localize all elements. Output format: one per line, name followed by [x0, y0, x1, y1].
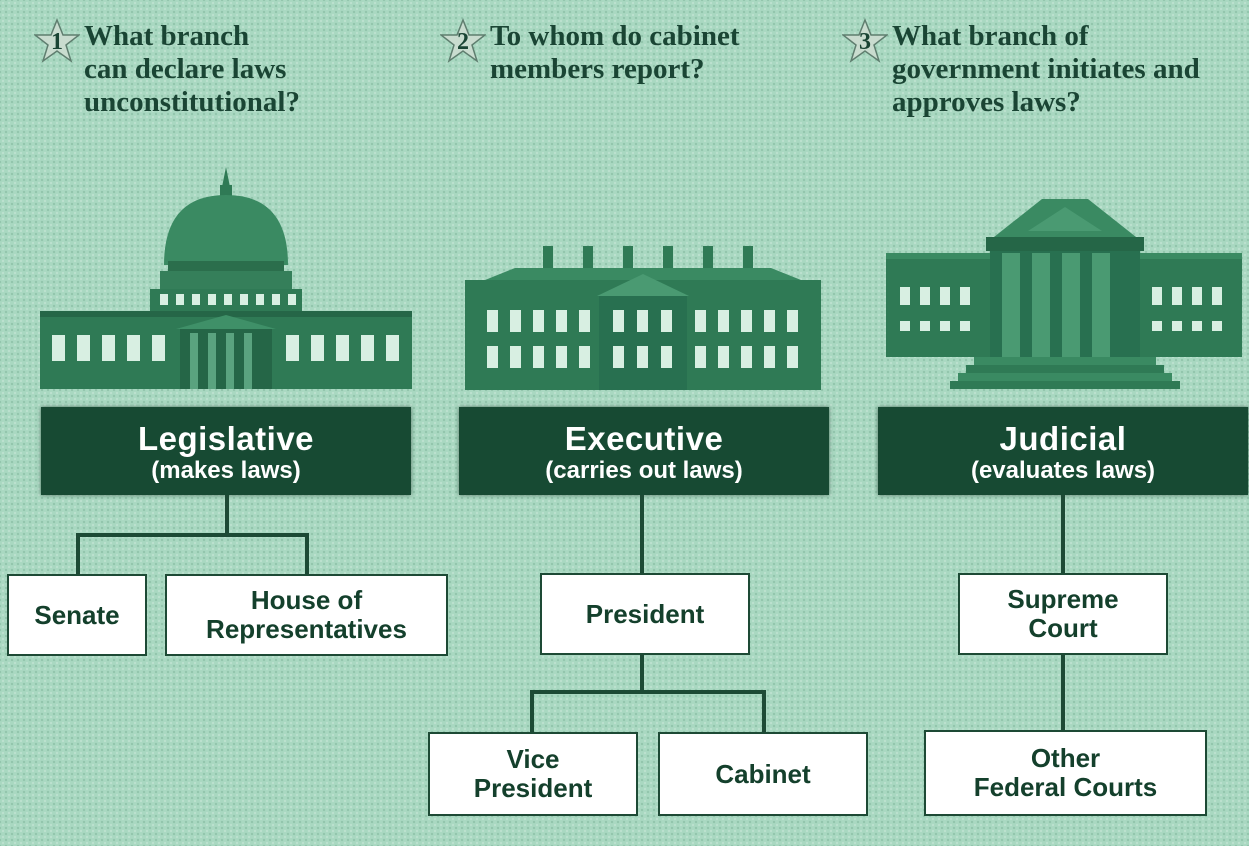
branch-title: Executive: [564, 420, 724, 457]
cabinet-box: Cabinet: [658, 732, 868, 816]
supreme-court-building-icon: [886, 199, 1242, 389]
connector-line: [76, 533, 80, 576]
supreme-court-box: Supreme Court: [958, 573, 1168, 655]
connector-line: [530, 690, 534, 734]
question-number: 3: [859, 29, 871, 55]
house-of-representatives-box: House of Representatives: [165, 574, 448, 656]
other-federal-courts-box: Other Federal Courts: [924, 730, 1207, 816]
star-icon: 2: [440, 18, 486, 63]
connector-line: [76, 533, 309, 537]
capitol-building-icon: [40, 167, 412, 389]
judicial-header: Judicial (evaluates laws): [878, 407, 1248, 495]
connector-line: [640, 655, 644, 692]
branch-subtitle: (makes laws): [151, 457, 301, 484]
question-text: What branch can declare laws unconstitut…: [84, 20, 300, 118]
question-number: 2: [457, 29, 469, 55]
executive-header: Executive (carries out laws): [459, 407, 829, 495]
question-text: What branch of government initiates and …: [892, 20, 1200, 118]
connector-line: [530, 690, 766, 694]
branch-title: Legislative: [137, 420, 315, 457]
connector-line: [1061, 655, 1065, 732]
connector-line: [762, 690, 766, 734]
star-icon: 3: [842, 18, 888, 63]
legislative-header: Legislative (makes laws): [41, 407, 411, 495]
white-house-icon: [465, 246, 821, 390]
president-box: President: [540, 573, 750, 655]
connector-line: [305, 533, 309, 576]
senate-box: Senate: [7, 574, 147, 656]
star-icon: 1: [34, 18, 80, 63]
connector-line: [225, 495, 229, 535]
branch-subtitle: (carries out laws): [545, 457, 743, 484]
question-number: 1: [51, 29, 63, 55]
branch-subtitle: (evaluates laws): [970, 457, 1156, 484]
vice-president-box: Vice President: [428, 732, 638, 816]
connector-line: [1061, 495, 1065, 575]
question-text: To whom do cabinet members report?: [490, 20, 740, 85]
branch-title: Judicial: [999, 420, 1127, 457]
connector-line: [640, 495, 644, 575]
